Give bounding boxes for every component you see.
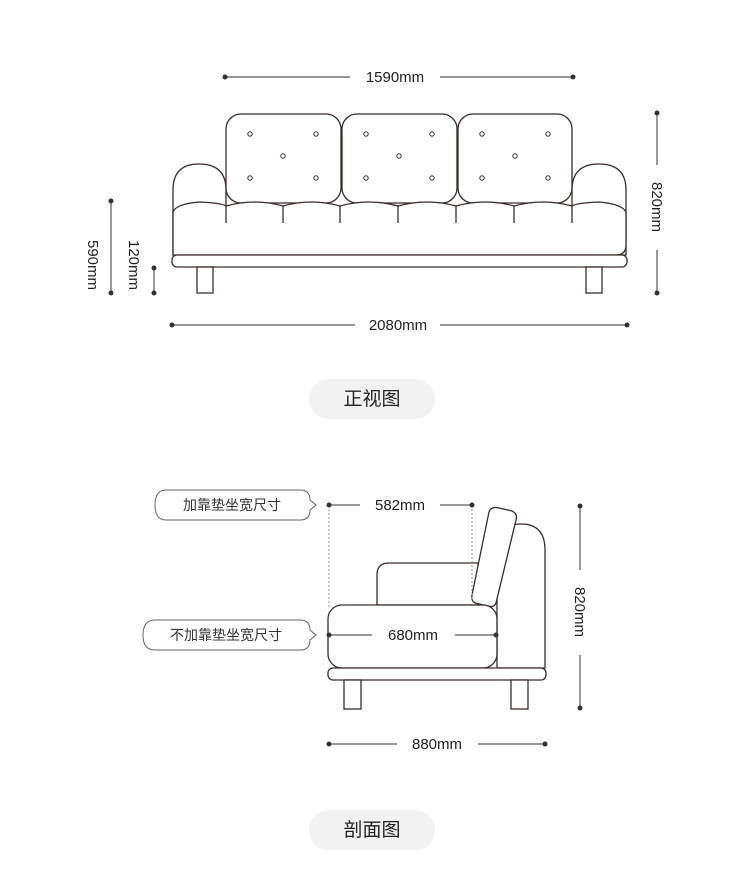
svg-text:2080mm: 2080mm <box>369 317 427 334</box>
tufting-buttons <box>247 131 551 181</box>
front-view-label: 正视图 <box>309 379 435 419</box>
callout-bubble <box>142 619 317 651</box>
svg-text:120mm: 120mm <box>125 240 142 290</box>
dim-height-leg: 120mm <box>125 240 157 296</box>
dim-section-height: 820mm <box>571 503 588 711</box>
svg-text:880mm: 880mm <box>412 736 462 753</box>
dim-width-total: 2080mm <box>169 317 630 334</box>
loose-back-cushion <box>471 506 518 608</box>
svg-text:820mm: 820mm <box>571 587 588 637</box>
leg <box>343 679 362 710</box>
dim-height-total: 820mm <box>648 110 665 296</box>
leg <box>585 266 603 294</box>
svg-text:820mm: 820mm <box>648 182 665 232</box>
callout-bubble <box>154 489 317 521</box>
section-view-label: 剖面图 <box>309 810 435 850</box>
svg-text:1590mm: 1590mm <box>366 69 424 86</box>
dim-width-top: 1590mm <box>222 69 576 86</box>
svg-text:680mm: 680mm <box>388 627 438 644</box>
armrest <box>376 562 479 606</box>
section-view-sofa <box>327 506 547 710</box>
dim-seat-width-without-cushion: 不加靠垫坐宽尺寸 680mm <box>142 619 499 651</box>
seat-cushion <box>172 201 627 256</box>
front-view-sofa <box>171 113 628 294</box>
base-frame <box>327 667 547 681</box>
dim-seat-width-with-cushion: 加靠垫坐宽尺寸 582mm <box>154 489 475 608</box>
leg <box>510 679 529 710</box>
svg-text:加靠垫坐宽尺寸: 加靠垫坐宽尺寸 <box>183 497 281 514</box>
svg-text:不加靠垫坐宽尺寸: 不加靠垫坐宽尺寸 <box>170 627 282 644</box>
dim-height-seat: 590mm <box>84 198 114 296</box>
leg <box>196 266 214 294</box>
svg-text:590mm: 590mm <box>84 240 101 290</box>
base-frame <box>171 254 628 268</box>
dim-section-depth: 880mm <box>326 736 548 753</box>
svg-text:582mm: 582mm <box>375 497 425 514</box>
